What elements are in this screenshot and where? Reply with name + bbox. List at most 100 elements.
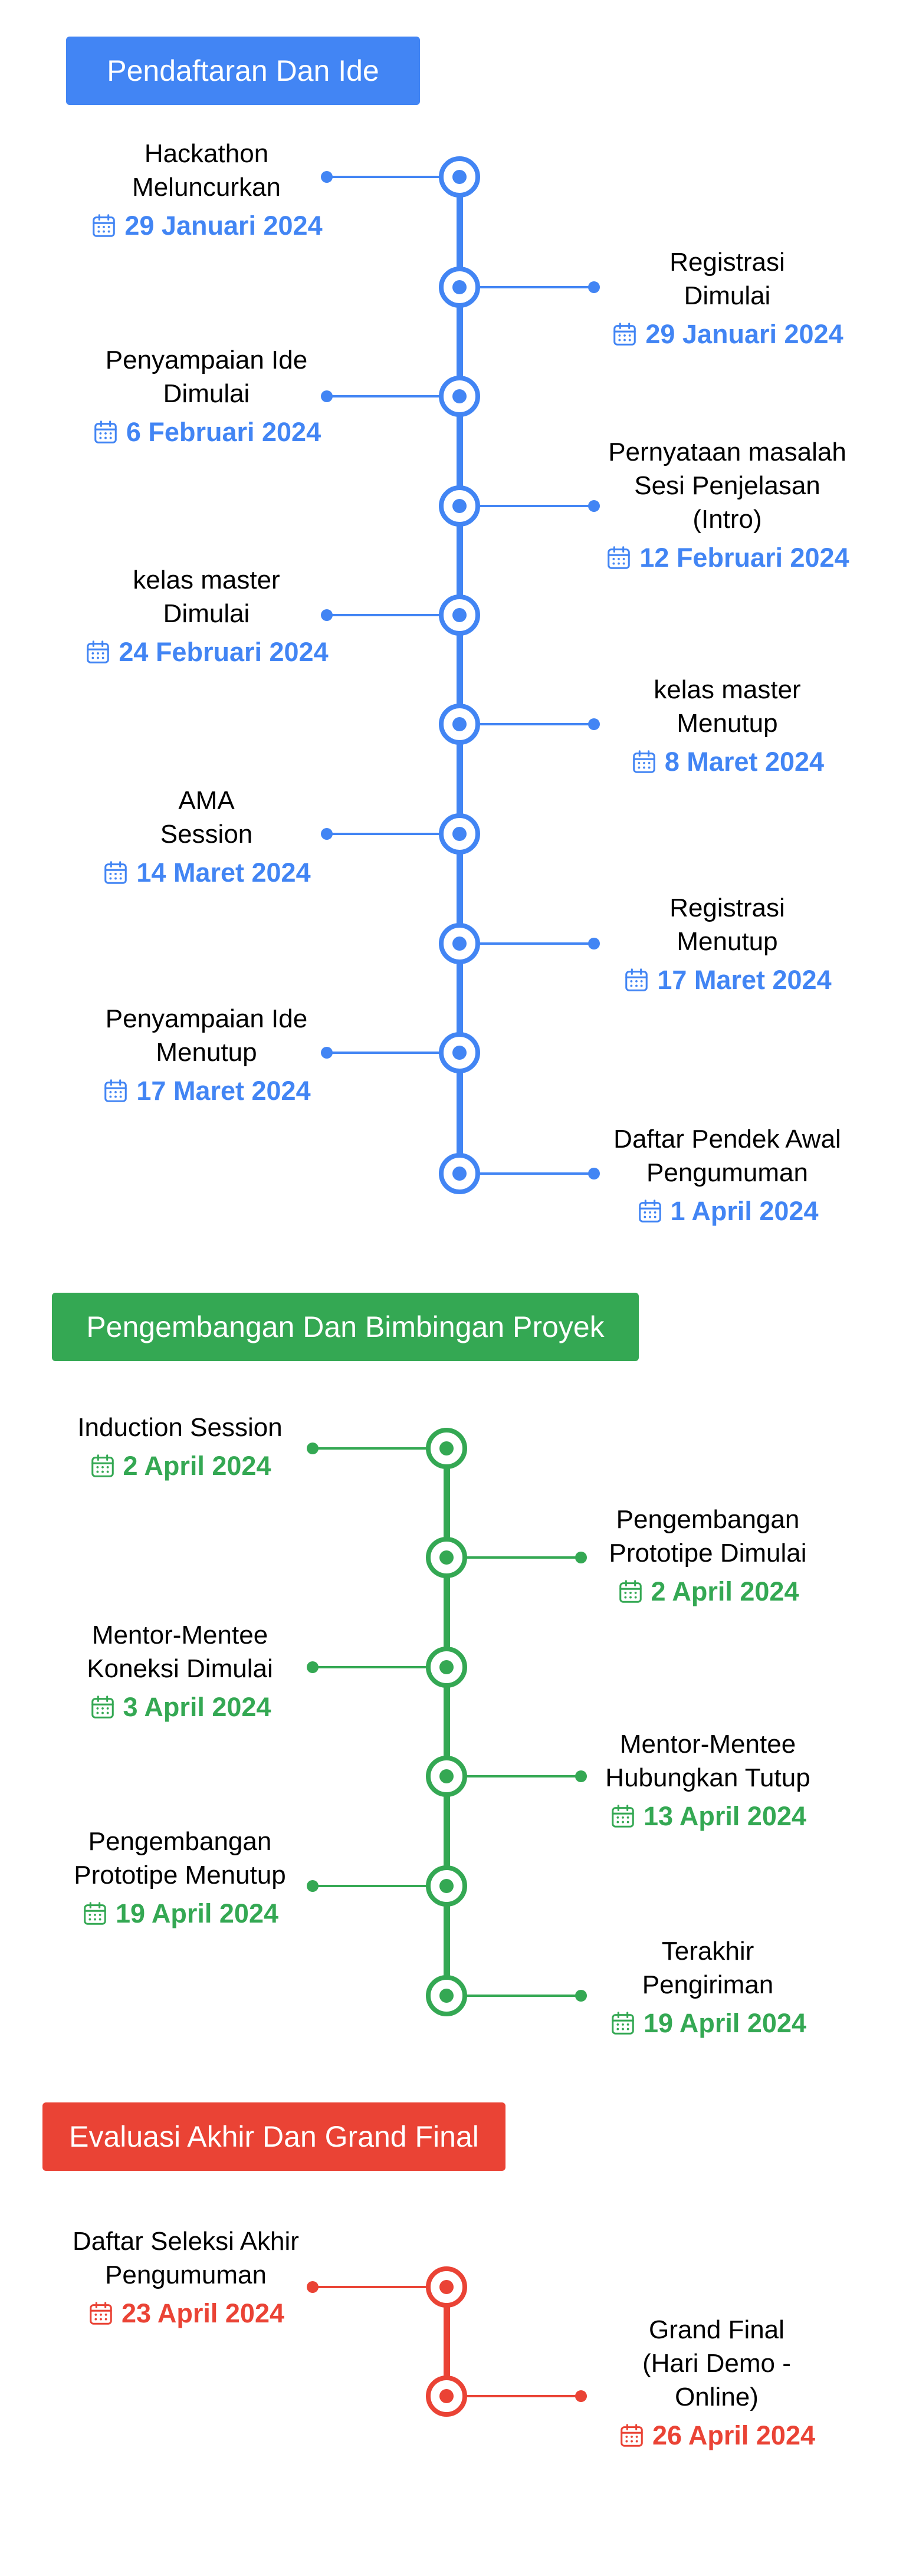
connector-dot	[307, 2281, 319, 2293]
event-title-line: kelas master	[654, 675, 801, 704]
connector-line	[459, 1168, 600, 1179]
connector-dot	[321, 828, 333, 840]
event-title-line: Mentor-Mentee	[619, 1730, 796, 1759]
event-title-line: Induction Session	[77, 1413, 283, 1442]
event-date: 1 April 2024	[574, 1194, 881, 1228]
event-date-text: 29 Januari 2024	[645, 319, 843, 349]
timeline-node-dot	[452, 937, 467, 951]
event-title-line: Hubungkan Tutup	[605, 1763, 810, 1792]
timeline-node-dot	[452, 1046, 467, 1060]
connector-dot	[588, 500, 600, 512]
event-date-text: 29 Januari 2024	[124, 211, 323, 241]
event-date-text: 19 April 2024	[644, 2008, 806, 2038]
timeline-node-dot	[439, 1769, 454, 1783]
connector-line	[459, 938, 600, 949]
event-title-line: Penyampaian Ide	[105, 1004, 308, 1033]
event-date-text: 1 April 2024	[670, 1196, 819, 1226]
timeline-line-development	[444, 1448, 450, 1996]
timeline-node-dot	[452, 170, 467, 184]
timeline-node-icon	[439, 156, 480, 198]
calendar-icon	[623, 967, 650, 994]
event-date-text: 26 April 2024	[652, 2420, 815, 2450]
connector-line	[447, 1552, 587, 1563]
timeline-node-icon	[439, 923, 480, 964]
connector-dot	[588, 281, 600, 293]
calendar-icon	[609, 2010, 636, 2037]
calendar-icon	[102, 859, 129, 886]
event-date: 26 April 2024	[563, 2419, 870, 2453]
event-title-line: (Hari Demo -	[642, 2349, 791, 2378]
timeline-node-icon	[439, 1032, 480, 1073]
event-date: 12 Februari 2024	[574, 541, 881, 575]
event-title-line: Pengumuman	[646, 1158, 808, 1187]
section-header-registration: Pendaftaran Dan Ide	[66, 37, 420, 105]
event-date: 8 Maret 2024	[574, 745, 881, 779]
event-date-text: 24 Februari 2024	[119, 637, 329, 667]
event-date-text: 8 Maret 2024	[664, 747, 825, 777]
calendar-icon	[89, 1694, 116, 1721]
timeline-node-dot	[452, 608, 467, 622]
event-date: 17 Maret 2024	[53, 1074, 360, 1108]
timeline-node-icon	[439, 485, 480, 527]
timeline-node-icon	[426, 2375, 467, 2417]
connector-line	[307, 2281, 447, 2293]
event-title-line: Daftar Pendek Awal	[613, 1125, 841, 1154]
event-date: 14 Maret 2024	[53, 856, 360, 890]
timeline-node-dot	[439, 1660, 454, 1674]
event-title-line: Meluncurkan	[132, 173, 281, 202]
timeline-node-icon	[439, 1153, 480, 1194]
timeline-node-dot	[452, 1167, 467, 1181]
timeline-node-dot	[439, 2280, 454, 2294]
event-title-line: Registrasi	[669, 893, 785, 922]
event-title-line: Pernyataan masalah	[608, 438, 846, 466]
connector-line	[459, 718, 600, 730]
connector-line	[459, 281, 600, 293]
timeline-line-registration	[457, 177, 463, 1174]
connector-dot	[575, 2390, 587, 2402]
event-title-line: Online)	[675, 2383, 759, 2411]
event-title-line: Hackathon	[144, 139, 269, 168]
event-date: 17 Maret 2024	[574, 963, 881, 997]
event-title-line: Session	[160, 820, 253, 849]
event-date-text: 2 April 2024	[123, 1451, 271, 1481]
event-title-line: Dimulai	[163, 379, 250, 408]
connector-line	[321, 171, 459, 183]
timeline-node-dot	[439, 1441, 454, 1455]
event-date-text: 19 April 2024	[116, 1898, 278, 1928]
timeline-node-dot	[452, 717, 467, 731]
timeline-event: Grand Final(Hari Demo -Online)26 April 2…	[563, 2313, 870, 2453]
connector-dot	[321, 609, 333, 621]
event-title-line: Mentor-Mentee	[91, 1621, 268, 1650]
connector-dot	[575, 1770, 587, 1782]
event-date: 19 April 2024	[27, 1897, 333, 1931]
section-header-final: Evaluasi Akhir Dan Grand Final	[42, 2102, 505, 2171]
connector-dot	[588, 1168, 600, 1179]
calendar-icon	[636, 1198, 664, 1225]
timeline-node-icon	[426, 1756, 467, 1797]
connector-line	[321, 1047, 459, 1059]
timeline-node-icon	[439, 376, 480, 417]
event-title-line: Menutup	[156, 1038, 257, 1067]
event-title-line: Daftar Seleksi Akhir	[73, 2227, 299, 2256]
event-date-text: 3 April 2024	[123, 1692, 271, 1722]
event-date: 13 April 2024	[554, 1799, 861, 1834]
connector-line	[307, 1880, 447, 1892]
event-title-line: Pengembangan	[616, 1505, 800, 1534]
timeline-node-dot	[439, 1989, 454, 2003]
section-header-development: Pengembangan Dan Bimbingan Proyek	[52, 1293, 639, 1361]
connector-dot	[307, 1880, 319, 1892]
timeline-node-dot	[452, 827, 467, 841]
connector-dot	[588, 718, 600, 730]
event-title-line: Terakhir	[661, 1937, 754, 1966]
connector-line	[447, 1990, 587, 2002]
event-title-line: Menutup	[677, 709, 778, 738]
connector-line	[321, 828, 459, 840]
event-title-line: Sesi Penjelasan	[634, 471, 820, 500]
connector-dot	[307, 1661, 319, 1673]
event-title-line: Pengembangan	[88, 1827, 272, 1856]
